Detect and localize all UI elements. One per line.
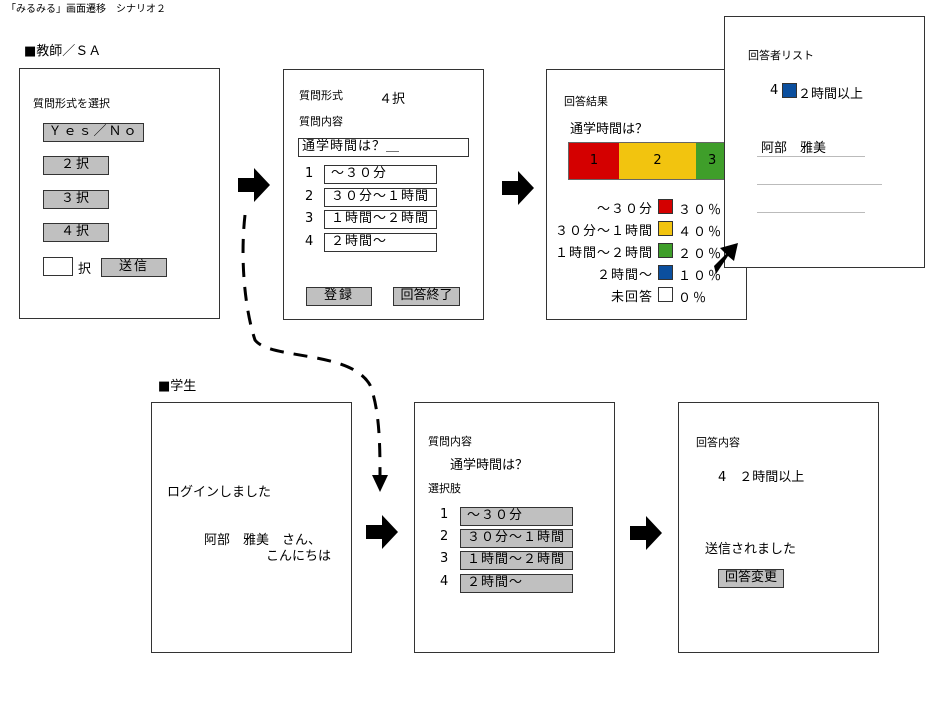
option-number: 3 <box>305 211 314 226</box>
bar-segment-1: 1 <box>569 143 619 179</box>
legend-label: １時間～２時間 <box>554 246 653 261</box>
legend-swatch <box>658 199 673 214</box>
greeting: こんにちは <box>266 549 332 564</box>
screen-question-edit: 質問形式 ４択 質問内容 通学時間は？＿ 1 ～３０分 2 ３０分～１時間 3 １時間～２… <box>283 69 484 320</box>
option-input[interactable]: ３０分～１時間 <box>324 188 437 207</box>
teacher-label: ■教師／ＳＡ <box>24 44 102 59</box>
yes-no-button[interactable]: Ｙｅｓ／Ｎｏ <box>43 123 144 142</box>
legend-label: ～３０分 <box>596 202 653 217</box>
heading: 質問形式を選択 <box>33 97 110 110</box>
legend-label: 未回答 <box>610 290 653 305</box>
option-number: 2 <box>305 189 314 204</box>
heading: 回答内容 <box>696 436 740 449</box>
heading: 回答結果 <box>564 95 608 108</box>
choice-label: ２時間以上 <box>798 87 864 102</box>
end-answer-button[interactable]: 回答終了 <box>393 287 460 306</box>
register-button[interactable]: 登録 <box>306 287 372 306</box>
content-label: 質問内容 <box>428 435 472 448</box>
choice-swatch <box>782 83 797 98</box>
legend-percent: ０％ <box>678 291 709 306</box>
answer-value: 4 ２時間以上 <box>718 470 805 485</box>
choice-count-input[interactable] <box>43 257 73 276</box>
format-value: ４択 <box>379 92 406 107</box>
option-number: 2 <box>440 529 449 544</box>
option-number: 3 <box>440 551 449 566</box>
format-label: 質問形式 <box>299 89 343 102</box>
question-input[interactable]: 通学時間は？＿ <box>298 138 469 157</box>
arrow-right-icon <box>366 515 398 549</box>
option-number: 1 <box>305 166 314 181</box>
divider <box>757 184 882 185</box>
dashed-transition-arrow <box>241 214 388 492</box>
option-number: 4 <box>440 574 449 589</box>
divider <box>757 212 865 213</box>
option-number: 1 <box>440 507 449 522</box>
legend-swatch <box>658 243 673 258</box>
respondent-name[interactable]: 阿部 雅美 <box>761 141 827 156</box>
four-choice-button[interactable]: ４択 <box>43 223 109 242</box>
legend-percent: ３０％ <box>678 203 724 218</box>
content-label: 質問内容 <box>299 115 343 128</box>
heading: 回答者リスト <box>748 49 814 62</box>
legend-swatch <box>658 221 673 236</box>
sent-message: 送信されました <box>705 542 797 557</box>
bar-segment-2: 2 <box>619 143 696 179</box>
login-message: ログインしました <box>167 485 272 500</box>
legend-percent: ４０％ <box>678 225 724 240</box>
screen-submitted: 回答内容 4 ２時間以上 送信されました 回答変更 <box>678 402 879 653</box>
legend-percent: １０％ <box>678 269 724 284</box>
option-button[interactable]: １時間～２時間 <box>460 551 573 570</box>
arrow-diagonal-icon <box>714 243 738 274</box>
option-input[interactable]: １時間～２時間 <box>324 210 437 229</box>
choice-suffix: 択 <box>78 262 92 277</box>
option-number: 4 <box>305 234 314 249</box>
divider <box>757 156 865 157</box>
user-name: 阿部 雅美 さん、 <box>204 533 322 548</box>
legend-label: ２時間～ <box>596 268 653 283</box>
option-input[interactable]: ２時間～ <box>324 233 437 252</box>
three-choice-button[interactable]: ３択 <box>43 190 109 209</box>
option-button[interactable]: ３０分～１時間 <box>460 529 573 548</box>
screen-login: ログインしました 阿部 雅美 さん、 こんにちは <box>151 402 352 653</box>
option-button[interactable]: ２時間～ <box>460 574 573 593</box>
send-button[interactable]: 送信 <box>101 258 167 277</box>
change-answer-button[interactable]: 回答変更 <box>718 569 784 588</box>
arrow-right-icon <box>502 171 534 205</box>
student-label: ■学生 <box>158 379 197 394</box>
two-choice-button[interactable]: ２択 <box>43 156 109 175</box>
legend-swatch <box>658 287 673 302</box>
choice-number: 4 <box>770 83 779 98</box>
choices-label: 選択肢 <box>428 482 461 495</box>
question: 通学時間は？ <box>450 458 529 473</box>
screen-answer: 質問内容 通学時間は？ 選択肢 1 ～３０分 2 ３０分～１時間 3 １時間～２時間 4 ２時… <box>414 402 615 653</box>
diagram-title: 「みるみる」画面遷移 シナリオ２ <box>6 4 166 15</box>
screen-select-format: 質問形式を選択 Ｙｅｓ／Ｎｏ ２択 ３択 ４択 択 送信 <box>19 68 220 319</box>
option-input[interactable]: ～３０分 <box>324 165 437 184</box>
option-button[interactable]: ～３０分 <box>460 507 573 526</box>
arrow-right-icon <box>630 516 662 550</box>
screen-respondent-list: 回答者リスト 4 ２時間以上 阿部 雅美 <box>724 16 925 268</box>
arrow-right-icon <box>238 168 270 202</box>
legend-percent: ２０％ <box>678 247 724 262</box>
legend-label: ３０分～１時間 <box>554 224 653 239</box>
question: 通学時間は？ <box>570 122 649 137</box>
legend-swatch <box>658 265 673 280</box>
